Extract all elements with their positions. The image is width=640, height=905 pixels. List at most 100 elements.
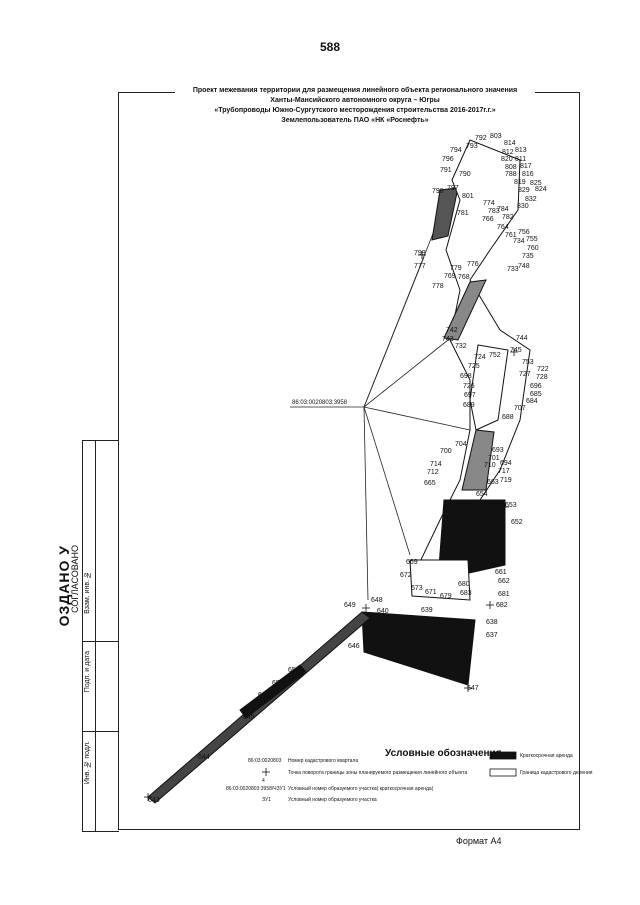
turn-point-label: 710	[484, 462, 496, 469]
turn-point-label: 774	[483, 200, 495, 207]
turn-point-label: 725	[468, 363, 480, 370]
legend-sample-3: 86:03:0020803:3958/ЧЗУ1	[226, 786, 286, 792]
turn-point-label: 696	[530, 383, 542, 390]
turn-point-label: 832	[525, 196, 537, 203]
legend-title: Условные обозначения	[385, 748, 502, 759]
title-line-1: Проект межевания территории для размещен…	[192, 87, 518, 94]
turn-point-label: 648	[371, 597, 383, 604]
turn-point-label: 796	[442, 156, 454, 163]
turn-point-label: 714	[430, 461, 442, 468]
turn-point-label: 663	[487, 479, 499, 486]
turn-point-label: 639	[421, 607, 433, 614]
turn-point-label: 682	[496, 602, 508, 609]
turn-point-label: 685	[530, 391, 542, 398]
turn-point-label: 829	[518, 187, 530, 194]
turn-point-label: 742	[446, 327, 458, 334]
approved-sub: СОГЛАСОВАНО	[70, 545, 80, 613]
turn-point-label: 803	[490, 133, 502, 140]
turn-point-label: 689	[463, 402, 475, 409]
turn-point-label: 793	[466, 143, 478, 150]
turn-point-label: 790	[459, 171, 471, 178]
turn-point-label: 814	[504, 140, 516, 147]
turn-point-label: 719	[500, 477, 512, 484]
turn-point-label: 646	[348, 643, 360, 650]
turn-point-label: 662	[498, 578, 510, 585]
turn-point-label: 794	[450, 147, 462, 154]
turn-point-label: 701	[488, 455, 500, 462]
turn-point-label: 733	[507, 266, 519, 273]
turn-point-label: 724	[474, 354, 486, 361]
turn-point-label: 712	[427, 469, 439, 476]
turn-point-label: 641	[258, 692, 270, 699]
turn-point-label: 637	[486, 632, 498, 639]
turn-point-label: 755	[526, 236, 538, 243]
turn-point-label: 640	[377, 608, 389, 615]
turn-point-label: 650	[288, 667, 300, 674]
turn-point-label: 817	[520, 163, 532, 170]
legend-sample-2: 4	[262, 778, 265, 784]
turn-point-label: 651	[272, 680, 284, 687]
turn-point-label: 766	[482, 216, 494, 223]
turn-point-label: 697	[464, 392, 476, 399]
turn-point-label: 808	[505, 164, 517, 171]
title-line-4: Землепользователь ПАО «НК «Роснефть»	[281, 117, 429, 124]
legend-text-2: Точка поворота границы зоны планируемого…	[288, 770, 468, 776]
turn-point-label: 748	[518, 263, 530, 270]
legend-text-1: Номер кадастрового квартала	[288, 758, 359, 764]
turn-point-label: 669	[406, 559, 418, 566]
drawing-frame	[118, 92, 580, 830]
turn-point-label: 698	[460, 373, 472, 380]
turn-point-label: 792	[475, 135, 487, 142]
turn-point-label: 684	[526, 398, 538, 405]
turn-point-label: 756	[518, 229, 530, 236]
turn-point-label: 732	[455, 343, 467, 350]
turn-point-label: 824	[535, 186, 547, 193]
turn-point-label: 652	[511, 519, 523, 526]
cadastral-rays	[290, 215, 471, 601]
turn-point-label: 752	[489, 352, 501, 359]
turn-point-label: 726	[463, 383, 475, 390]
legend-text-4: Условный номер образуемого участка	[288, 797, 377, 803]
turn-point-label: 654	[476, 491, 488, 498]
turn-point-label: 779	[450, 265, 462, 272]
turn-point-label: 683	[460, 590, 472, 597]
turn-point-label: 734	[513, 238, 525, 245]
turn-point-label: 761	[505, 232, 517, 239]
cadastral-number: 86:03:0020803:3958	[292, 400, 348, 406]
turn-point-label: 700	[440, 448, 452, 455]
turn-point-label: 694	[500, 460, 512, 467]
turn-point-label: 653	[505, 502, 517, 509]
turn-point-label: 722	[537, 366, 549, 373]
page-number: 588	[319, 40, 341, 54]
turn-point-label: 693	[492, 447, 504, 454]
turn-point-label: 783	[488, 208, 500, 215]
turn-point-label: 707	[514, 405, 526, 412]
legend-text-5: Краткосрочная аренда	[520, 753, 573, 759]
turn-point-label: 735	[522, 253, 534, 260]
title-line-3: «Трубопроводы Южно-Сургутского месторожд…	[214, 107, 496, 114]
turn-point-label: 644	[198, 754, 210, 761]
turn-point-label: 745	[510, 347, 522, 354]
turn-point-label: 647	[467, 685, 479, 692]
turn-point-label: 788	[505, 171, 517, 178]
turn-point-label: 813	[515, 147, 527, 154]
corridor-shapes	[147, 139, 531, 804]
turn-point-markers	[144, 251, 518, 801]
turn-point-label: 778	[432, 283, 444, 290]
turn-point-label: 812	[502, 149, 514, 156]
turn-point-label: 744	[516, 335, 528, 342]
turn-point-label: 764	[497, 224, 509, 231]
turn-point-label: 665	[424, 480, 436, 487]
turn-point-label: 801	[462, 193, 474, 200]
turn-point-label: 743	[442, 336, 454, 343]
drawing-title: Проект межевания территории для размещен…	[175, 86, 535, 126]
turn-point-label: 661	[495, 569, 507, 576]
legend-sample-4: ЗУ1	[262, 797, 271, 803]
turn-point-label: 643	[148, 797, 160, 804]
turn-point-label: 680	[458, 581, 470, 588]
turn-point-label: 717	[498, 468, 510, 475]
turn-point-label: 679	[440, 593, 452, 600]
turn-point-label: 825	[530, 180, 542, 187]
